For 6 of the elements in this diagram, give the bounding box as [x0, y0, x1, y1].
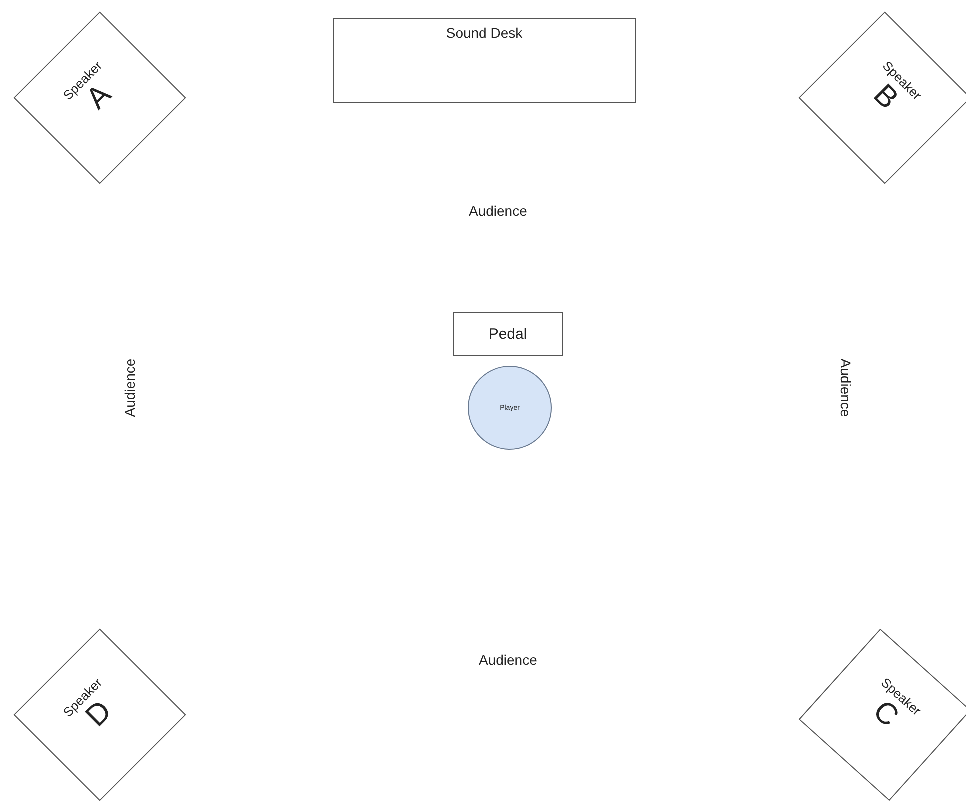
area-label: Audience	[469, 203, 528, 219]
pedal-box: Pedal	[453, 312, 563, 356]
area-label: Audience	[122, 358, 138, 418]
sound-desk-box: Sound Desk	[333, 18, 636, 103]
area-label: Audience	[838, 358, 854, 418]
area-label: Audience	[479, 652, 538, 668]
